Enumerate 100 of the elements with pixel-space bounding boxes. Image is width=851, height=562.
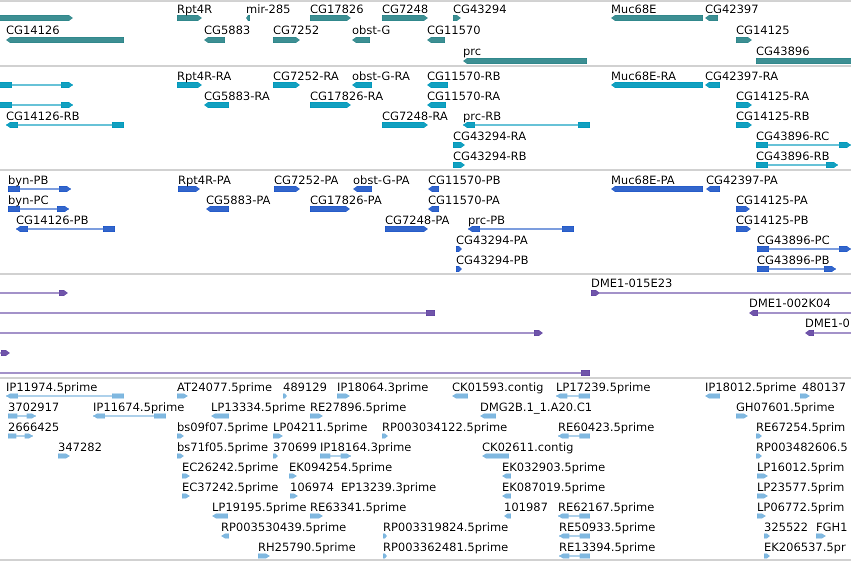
feature-label: RE50933.5prime xyxy=(559,520,656,534)
feature-label: AT24077.5prime xyxy=(177,380,272,394)
feature-label: 2666425 xyxy=(8,420,60,434)
feature-label: CG7252-RA xyxy=(273,69,339,83)
feature-label: Muc68E xyxy=(611,2,656,16)
feature-label: LP06772.5prim xyxy=(757,500,844,514)
feature-label: CG11570-RB xyxy=(427,69,501,83)
feature-label: Rpt4R xyxy=(177,2,212,16)
feature-label: EC37242.5prime xyxy=(182,480,278,494)
feature-label: 106974 xyxy=(290,480,334,494)
feature-label: CG43896-RC xyxy=(756,129,830,143)
feature-label: CG7248 xyxy=(382,2,428,16)
feature-label: IP11674.5prime xyxy=(93,400,184,414)
feature-label: CG14125-RB xyxy=(736,109,810,123)
feature-label: DMG2B.1_1.A20.C1 xyxy=(480,400,592,414)
feature-label: LP04211.5prime xyxy=(273,420,368,434)
feature-label: RE63341.5prime xyxy=(310,500,406,514)
feature-label: CG43896-RB xyxy=(756,149,830,163)
feature-label: RP003034122.5prime xyxy=(382,420,508,434)
feature-label: 489129 xyxy=(283,380,327,394)
feature-label: CG42397-PA xyxy=(706,173,778,187)
feature-label: LP16012.5prim xyxy=(757,460,844,474)
feature-label: 370699 xyxy=(273,440,317,454)
feature-label: obst-G-RA xyxy=(352,69,410,83)
feature-label: LP19195.5prime xyxy=(212,500,306,514)
feature-label: 347282 xyxy=(58,440,102,454)
feature-label: RE60423.5prime xyxy=(558,420,654,434)
feature-label: 480137 xyxy=(802,380,846,394)
feature-label: RP003362481.5prime xyxy=(383,540,508,554)
feature-label: CG14125-RA xyxy=(736,89,810,103)
feature-label: 3702917 xyxy=(8,400,60,414)
feature-label: CG7248-PA xyxy=(385,213,450,227)
feature-label: LP17239.5prime xyxy=(556,380,650,394)
feature-label: FGH1 xyxy=(816,520,848,534)
feature-label: CG5883 xyxy=(204,23,250,37)
feature-label: bs71f05.5prime xyxy=(177,440,268,454)
feature-label: CG43896-PB xyxy=(757,253,830,267)
feature-label: CG14126 xyxy=(6,23,60,37)
feature-label: CK02611.contig xyxy=(482,440,574,454)
feature-label: CG5883-PA xyxy=(206,193,270,207)
feature-label: Muc68E-PA xyxy=(611,173,675,187)
feature-label: RE67254.5prim xyxy=(756,420,846,434)
feature-label: CG43294 xyxy=(453,2,507,16)
feature-label: EK087019.5prime xyxy=(502,480,606,494)
feature-label: DME1-0 xyxy=(805,316,850,330)
feature-label: CG14125-PB xyxy=(736,213,808,227)
feature-label: CG17826 xyxy=(310,2,364,16)
feature-label: CG5883-RA xyxy=(204,89,270,103)
feature-label: CG43294-RB xyxy=(453,149,527,163)
feature-label: byn-PC xyxy=(8,193,49,207)
feature-label: RE13394.5prime xyxy=(559,540,656,554)
feature-label: obst-G xyxy=(352,23,390,37)
feature-label: CG7252-PA xyxy=(274,173,338,187)
feature-label: byn-PB xyxy=(8,173,48,187)
feature-label: CG11570-RA xyxy=(427,89,500,103)
feature-label: mir-285 xyxy=(246,2,290,16)
feature-label: IP18064.3prime xyxy=(337,380,428,394)
feature-label: DME1-002K04 xyxy=(749,296,831,310)
feature-label: EK032903.5prime xyxy=(502,460,606,474)
feature-label: 325522 xyxy=(764,520,808,534)
feature-label: CG11570-PA xyxy=(428,193,500,207)
feature-label: RH25790.5prime xyxy=(258,540,356,554)
feature-label: LP13334.5prime xyxy=(211,400,306,414)
feature-label: 101987 xyxy=(504,500,548,514)
feature-label: CG14125-PA xyxy=(736,193,808,207)
feature-label: CG14126-PB xyxy=(16,213,88,227)
feature-label: GH07601.5prime xyxy=(736,400,835,414)
feature-label: obst-G-PA xyxy=(353,173,410,187)
feature-label: CG17826-RA xyxy=(310,89,384,103)
feature-label: EK206537.5pr xyxy=(764,540,846,554)
feature-label: CG11570 xyxy=(427,23,481,37)
feature-label: bs09f07.5prime xyxy=(177,420,268,434)
feature-label: IP11974.5prime xyxy=(6,380,98,394)
feature-label: RE62167.5prime xyxy=(558,500,654,514)
feature-label: CG14126-RB xyxy=(6,109,80,123)
feature-label: CG43294-PB xyxy=(456,253,528,267)
feature-label: DME1-015E23 xyxy=(591,276,672,290)
feature-label: CG43896 xyxy=(756,44,810,58)
feature-label: CG7252 xyxy=(273,23,320,37)
feature-label: CG14125 xyxy=(736,23,790,37)
feature-label: EK094254.5prime xyxy=(289,460,392,474)
feature-label: CG11570-PB xyxy=(428,173,500,187)
feature-label: Rpt4R-PA xyxy=(178,173,231,187)
feature-label: CG43294-RA xyxy=(453,129,526,143)
feature-label: RP003482606.5 xyxy=(756,440,848,454)
feature-label: CG43896-PC xyxy=(757,233,830,247)
feature-label: CG42397 xyxy=(705,2,759,16)
feature-label: CG7248-RA xyxy=(382,109,448,123)
feature-label: IP18012.5prime xyxy=(705,380,796,394)
feature-label: CG42397-RA xyxy=(705,69,778,83)
feature-label: prc xyxy=(463,44,482,58)
feature-label: EC26242.5prime xyxy=(182,460,278,474)
feature-label: Muc68E-RA xyxy=(611,69,676,83)
feature-label: CK01593.contig xyxy=(452,380,544,394)
feature-label: LP23577.5prim xyxy=(757,480,844,494)
feature-label: CG43294-PA xyxy=(456,233,528,247)
feature-label: EP13239.3prime xyxy=(341,480,436,494)
feature-label: RP003319824.5prime xyxy=(383,520,508,534)
feature-label: RP003530439.5prime xyxy=(221,520,346,534)
feature-label: IP18164.3prime xyxy=(320,440,412,454)
